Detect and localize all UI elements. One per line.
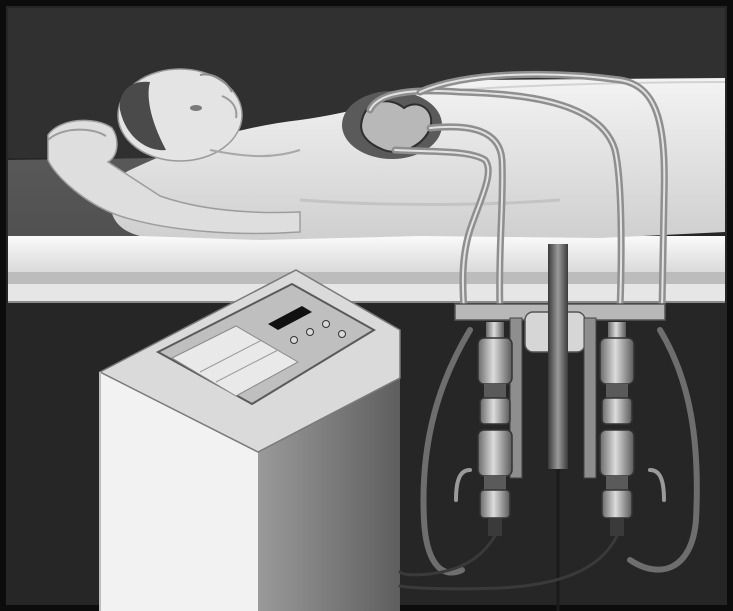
support-pole xyxy=(548,244,568,469)
indicator-light xyxy=(291,337,298,344)
indicator-light xyxy=(307,329,314,336)
indicator-light xyxy=(323,321,330,328)
indicator-light xyxy=(339,331,346,338)
